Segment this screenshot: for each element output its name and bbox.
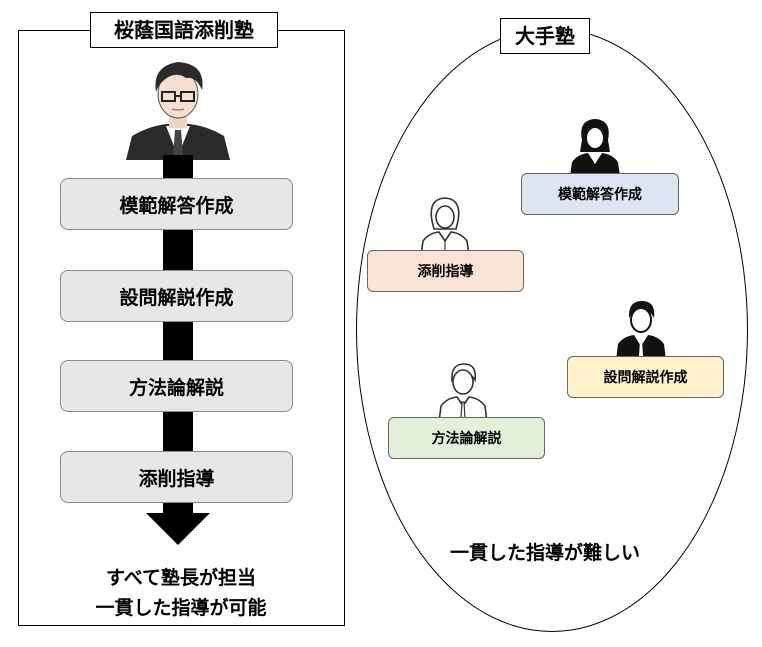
role-correction: 添削指導	[367, 250, 524, 292]
man-suit-icon	[616, 301, 666, 360]
man-outline-icon	[438, 363, 488, 422]
step-correction: 添削指導	[60, 451, 293, 503]
role-methodology: 方法論解説	[388, 417, 545, 459]
left-summary-line2: 一貫した指導が可能	[95, 597, 267, 619]
woman-outline-icon	[420, 197, 470, 255]
right-title: 大手塾	[500, 18, 590, 54]
left-title: 桜蔭国語添削塾	[90, 12, 278, 48]
step-methodology: 方法論解説	[60, 360, 293, 412]
role-question-explanation: 設問解説作成	[567, 356, 724, 398]
step-question-explanation: 設問解説作成	[60, 270, 293, 322]
left-summary-line1: すべて塾長が担当	[106, 567, 256, 589]
step-model-answer: 模範解答作成	[60, 178, 293, 230]
woman-suit-icon	[570, 119, 620, 176]
role-model-answer: 模範解答作成	[521, 173, 679, 215]
teacher-portrait-icon	[126, 62, 230, 160]
right-caption: 一貫した指導が難しい	[449, 542, 640, 564]
flow-arrow-head	[146, 513, 210, 545]
